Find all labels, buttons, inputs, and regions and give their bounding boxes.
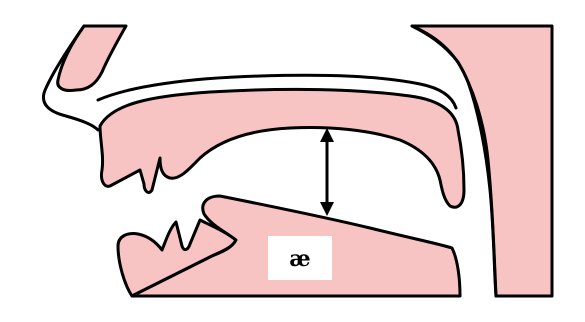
nasal-cavity	[58, 26, 126, 91]
vowel-label: æ	[268, 236, 332, 280]
tongue-height-arrow	[320, 128, 334, 216]
palate	[100, 89, 464, 207]
vowel-symbol: æ	[289, 246, 310, 272]
